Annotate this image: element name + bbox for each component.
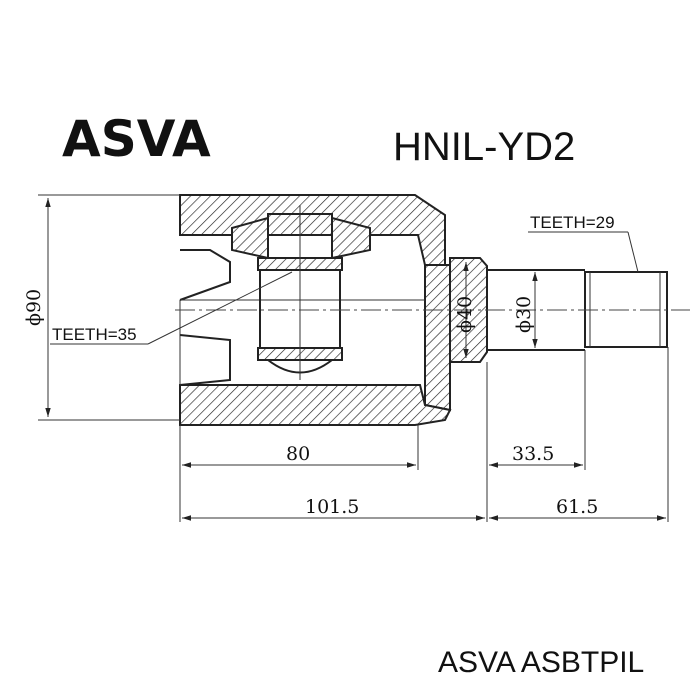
diameter-body-label: ϕ90	[23, 289, 45, 326]
dimension-lines	[179, 347, 669, 522]
length-housing-total-label: 101.5	[305, 496, 359, 518]
part-number: HNIL-YD2	[393, 125, 575, 169]
footer-caption: ASVA ASBTPIL	[438, 646, 644, 679]
teeth-outer-callout: TEETH=29	[528, 213, 639, 273]
tripod-hub	[231, 205, 371, 380]
length-spline-label: 33.5	[512, 443, 554, 465]
teeth-inner-label: TEETH=35	[52, 325, 137, 344]
dimension-diameter-body: ϕ90	[23, 194, 180, 421]
teeth-outer-label: TEETH=29	[530, 213, 615, 232]
joint-housing	[179, 194, 488, 426]
length-housing-label: 80	[286, 443, 310, 465]
brand-logo: ASVA	[62, 110, 211, 168]
teeth-inner-callout: TEETH=35	[50, 271, 293, 345]
length-shaft-total-label: 61.5	[556, 496, 598, 518]
diameter-neck-label: ϕ40	[454, 296, 476, 333]
diameter-shaft-label: ϕ30	[513, 296, 535, 333]
